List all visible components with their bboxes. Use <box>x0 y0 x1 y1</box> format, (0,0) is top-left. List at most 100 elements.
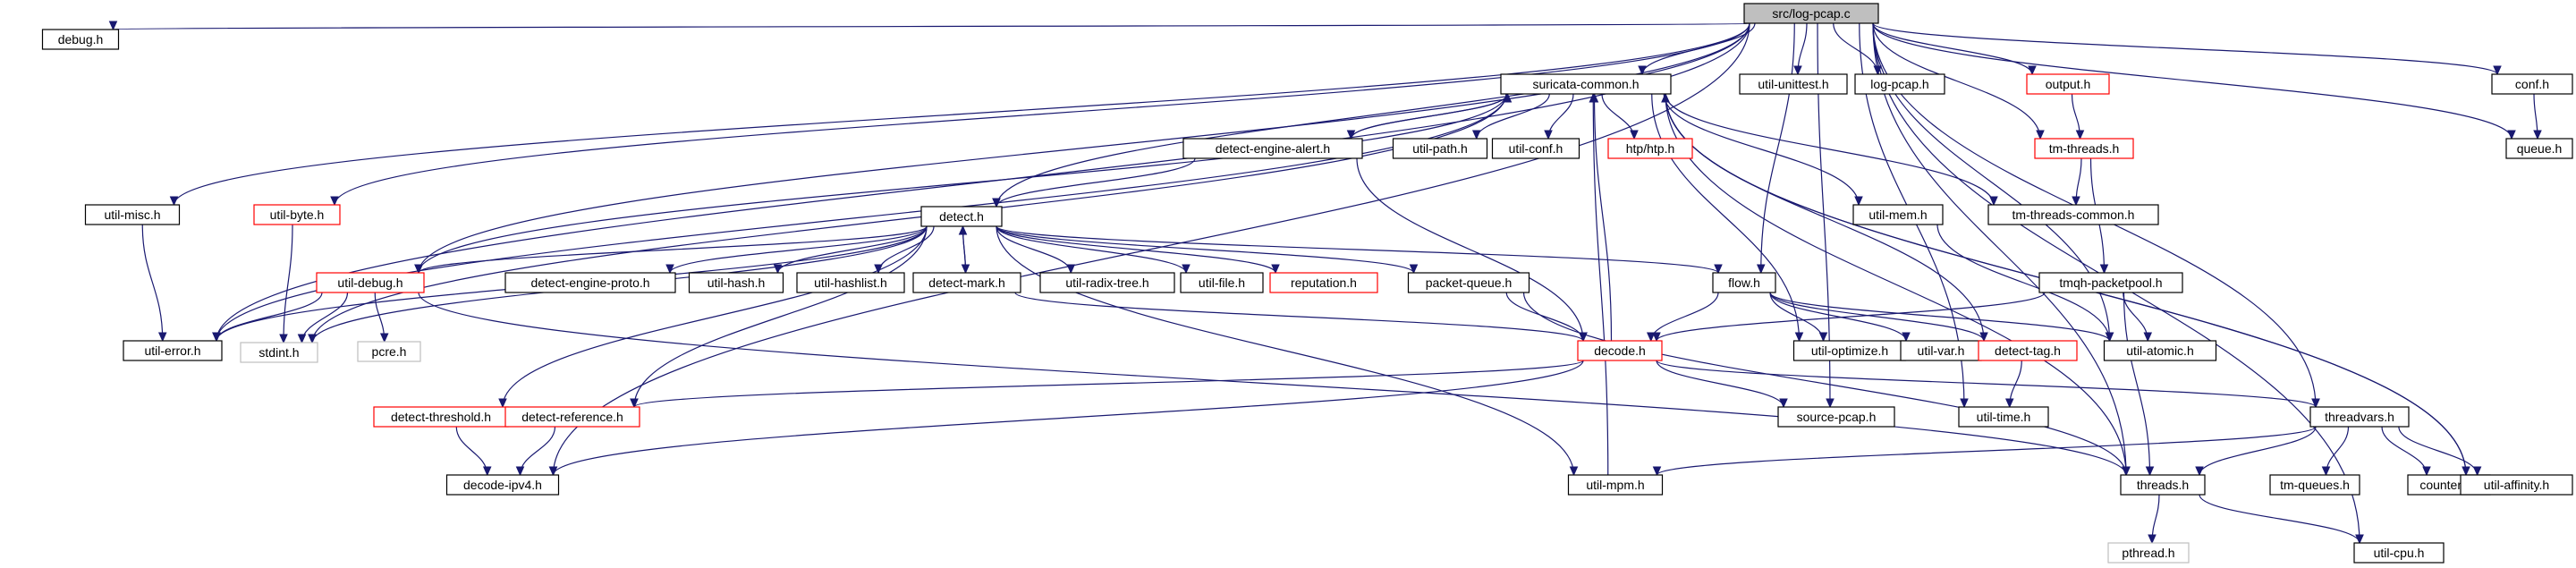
edge-flow-h-to-util-optimize-h <box>1769 292 1828 343</box>
node-label: util-var.h <box>1918 343 1965 358</box>
edge-detect-h-to-util-hashlist-h <box>874 225 935 275</box>
node-detect-engine-proto-h[interactable]: detect-engine-proto.h <box>504 272 676 293</box>
node-util-error-h[interactable]: util-error.h <box>123 340 223 361</box>
node-label: debug.h <box>58 32 104 47</box>
edge-detect-h-to-detect-threshold-h <box>498 225 928 409</box>
node-label: log-pcap.h <box>1870 77 1928 91</box>
node-util-optimize-h[interactable]: util-optimize.h <box>1792 340 1907 361</box>
node-decode-h[interactable]: decode.h <box>1577 340 1663 361</box>
node-pthread-h[interactable]: pthread.h <box>2107 542 2190 564</box>
node-threads-h[interactable]: threads.h <box>2120 474 2206 496</box>
node-util-mem-h[interactable]: util-mem.h <box>1852 204 1944 225</box>
node-detect-engine-alert-h[interactable]: detect-engine-alert.h <box>1182 138 1363 159</box>
node-stdint-h[interactable]: stdint.h <box>240 342 318 363</box>
node-box <box>1577 340 1663 361</box>
node-log-pcap-h[interactable]: log-pcap.h <box>1854 73 1945 95</box>
node-label: util-time.h <box>1977 410 2031 424</box>
node-util-cpu-h[interactable]: util-cpu.h <box>2353 542 2445 564</box>
node-flow-h[interactable]: flow.h <box>1712 272 1776 293</box>
node-box <box>796 272 905 293</box>
node-util-time-h[interactable]: util-time.h <box>1958 406 2049 428</box>
edge-detect-h-to-packet-queue-h <box>996 225 1419 275</box>
node-util-debug-h[interactable]: util-debug.h <box>316 272 425 293</box>
node-tm-threads-h[interactable]: tm-threads.h <box>2034 138 2134 159</box>
node-label: source-pcap.h <box>1797 410 1877 424</box>
node-util-file-h[interactable]: util-file.h <box>1180 272 1264 293</box>
node-util-conf-h[interactable]: util-conf.h <box>1491 138 1580 159</box>
node-util-unittest-h[interactable]: util-unittest.h <box>1739 73 1848 95</box>
node-util-misc-h[interactable]: util-misc.h <box>84 204 181 225</box>
node-box <box>920 206 1003 227</box>
node-box <box>240 342 318 363</box>
node-util-hash-h[interactable]: util-hash.h <box>688 272 784 293</box>
edge-suricata-common-h-to-util-path-h <box>1471 93 1550 140</box>
edge-threadvars-h-to-util-mpm-h <box>1652 426 2317 477</box>
edge-detect-mark-h-to-decode-h <box>1014 292 1588 343</box>
nodes-layer: src/log-pcap.c debug.h suricata-common.h ut… <box>41 3 2573 564</box>
node-htp-h[interactable]: htp/htp.h <box>1607 138 1693 159</box>
node-output-h[interactable]: output.h <box>2026 73 2110 95</box>
node-util-atomic-h[interactable]: util-atomic.h <box>2103 340 2217 361</box>
node-box <box>2026 73 2110 95</box>
edge-log-pcap-c-to-conf-h <box>1872 22 2502 76</box>
node-util-path-h[interactable]: util-path.h <box>1392 138 1488 159</box>
node-label: detect-tag.h <box>1995 343 2061 358</box>
node-label: util-conf.h <box>1509 141 1563 156</box>
edge-packet-queue-h-to-decode-h <box>1505 292 1588 343</box>
edge-suricata-common-h-to-util-error-h <box>212 93 1507 343</box>
node-packet-queue-h[interactable]: packet-queue.h <box>1407 272 1530 293</box>
node-label: util-debug.h <box>337 276 402 290</box>
node-pcre-h[interactable]: pcre.h <box>357 341 421 362</box>
edge-detect-h-to-flow-h <box>996 225 1723 275</box>
node-threadvars-h[interactable]: threadvars.h <box>2309 406 2410 428</box>
node-util-mpm-h[interactable]: util-mpm.h <box>1567 474 1664 496</box>
node-box <box>2460 474 2573 496</box>
edge-log-pcap-c-to-util-byte-h <box>330 22 1750 207</box>
node-detect-threshold-h[interactable]: detect-threshold.h <box>373 406 509 428</box>
node-decode-ipv4-h[interactable]: decode-ipv4.h <box>445 474 560 496</box>
edge-detect-h-to-detect-reference-h <box>630 225 928 409</box>
node-detect-tag-h[interactable]: detect-tag.h <box>1978 340 2078 361</box>
node-conf-h[interactable]: conf.h <box>2491 73 2573 95</box>
node-box <box>1854 73 1945 95</box>
node-reputation-h[interactable]: reputation.h <box>1269 272 1378 293</box>
node-queue-h[interactable]: queue.h <box>2505 138 2573 159</box>
node-label: pthread.h <box>2122 546 2174 560</box>
edge-detect-reference-h-to-decode-ipv4-h <box>515 426 556 477</box>
node-label: util-error.h <box>144 343 200 358</box>
node-tm-queues-h[interactable]: tm-queues.h <box>2269 474 2360 496</box>
node-label: detect-reference.h <box>521 410 623 424</box>
edge-log-pcap-c-to-util-misc-h <box>169 22 1750 207</box>
node-debug-h[interactable]: debug.h <box>41 29 120 50</box>
node-label: conf.h <box>2515 77 2549 91</box>
node-util-affinity-h[interactable]: util-affinity.h <box>2460 474 2573 496</box>
node-box <box>123 340 223 361</box>
node-box <box>2505 138 2573 159</box>
node-util-var-h[interactable]: util-var.h <box>1900 340 1982 361</box>
node-label: reputation.h <box>1291 276 1357 290</box>
edge-threadvars-h-to-counters-h <box>2381 426 2431 477</box>
node-log-pcap-c[interactable]: src/log-pcap.c <box>1743 3 1879 24</box>
node-util-hashlist-h[interactable]: util-hashlist.h <box>796 272 905 293</box>
node-detect-h[interactable]: detect.h <box>920 206 1003 227</box>
node-box <box>84 204 181 225</box>
node-tm-threads-common-h[interactable]: tm-threads-common.h <box>1987 204 2159 225</box>
edge-suricata-common-h-to-tm-threads-common-h <box>1665 93 1998 207</box>
node-util-radix-tree-h[interactable]: util-radix-tree.h <box>1039 272 1175 293</box>
node-label: threadvars.h <box>2325 410 2394 424</box>
edge-util-debug-h-to-stdint-h <box>297 292 349 344</box>
node-box <box>2269 474 2360 496</box>
node-tmqh-packetpool-h[interactable]: tmqh-packetpool.h <box>2038 272 2183 293</box>
edge-util-mpm-h-to-suricata-common-h <box>1589 92 1609 476</box>
node-label: htp/htp.h <box>1626 141 1675 156</box>
node-suricata-common-h[interactable]: suricata-common.h <box>1500 73 1672 95</box>
node-label: util-unittest.h <box>1758 77 1828 91</box>
node-detect-mark-h[interactable]: detect-mark.h <box>912 272 1021 293</box>
node-box <box>41 29 120 50</box>
node-util-byte-h[interactable]: util-byte.h <box>253 204 341 225</box>
node-label: util-affinity.h <box>2484 478 2549 492</box>
node-detect-reference-h[interactable]: detect-reference.h <box>504 406 640 428</box>
edge-detect-h-to-detect-engine-proto-h <box>665 225 928 275</box>
node-source-pcap-h[interactable]: source-pcap.h <box>1777 406 1895 428</box>
edge-util-debug-h-to-threads-h <box>418 292 2131 477</box>
